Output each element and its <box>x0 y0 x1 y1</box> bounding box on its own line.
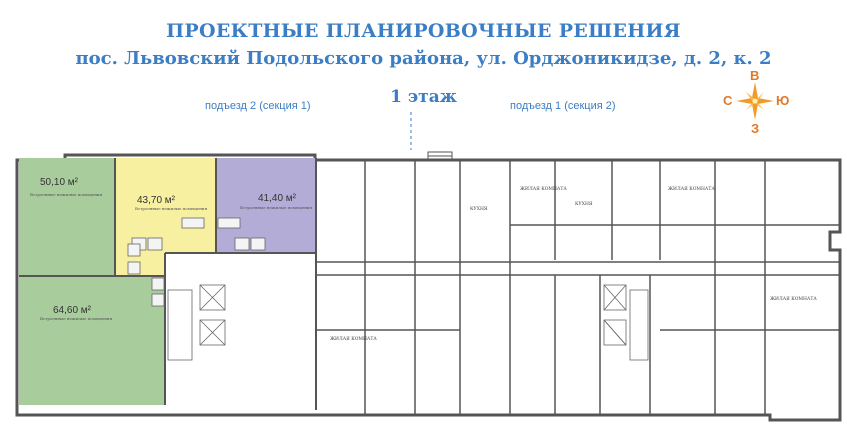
compass-west: С <box>723 93 733 108</box>
unit-2-label: Встроенные нежилые помещения <box>135 206 208 211</box>
entrance-2-label: подъезд 2 (секция 1) <box>205 100 311 112</box>
unit-4-label: Встроенные нежилые помещения <box>40 316 113 321</box>
entrance-1-label: подъезд 1 (секция 2) <box>510 100 616 112</box>
floor-label: 1 этаж <box>390 87 457 107</box>
unit-1-area: 50,10 м² <box>40 177 79 188</box>
unit-2-area: 43,70 м² <box>137 195 176 206</box>
compass-east: Ю <box>776 93 790 108</box>
stair-elevator-cores <box>167 284 649 361</box>
compass-north: В <box>750 68 760 83</box>
compass-star-icon <box>736 82 774 120</box>
room-label-living: ЖИЛАЯ КОМНАТА <box>520 186 567 192</box>
room-label-kitchen-2: КУХНЯ <box>470 206 488 212</box>
room-label-living-4: ЖИЛАЯ КОМНАТА <box>770 296 817 302</box>
address-subtitle: пос. Львовский Подольского района, ул. О… <box>75 48 772 69</box>
unit-3-label: Встроенные нежилые помещения <box>240 205 313 210</box>
compass-south: З <box>751 121 760 136</box>
residential-walls <box>316 160 840 415</box>
unit-green-2-fill <box>19 276 165 405</box>
room-label-living-3: ЖИЛАЯ КОМНАТА <box>330 336 377 342</box>
page-title: ПРОЕКТНЫЕ ПЛАНИРОВОЧНЫЕ РЕШЕНИЯ <box>166 20 681 42</box>
unit-green-1-fill <box>19 158 114 275</box>
unit-1-label: Встроенные нежилые помещения <box>30 192 103 197</box>
unit-purple-fill <box>217 158 315 253</box>
room-label-kitchen: КУХНЯ <box>575 201 593 207</box>
unit-3-area: 41,40 м² <box>258 193 297 204</box>
room-label-living-2: ЖИЛАЯ КОМНАТА <box>668 186 715 192</box>
unit-4-area: 64,60 м² <box>53 305 92 316</box>
